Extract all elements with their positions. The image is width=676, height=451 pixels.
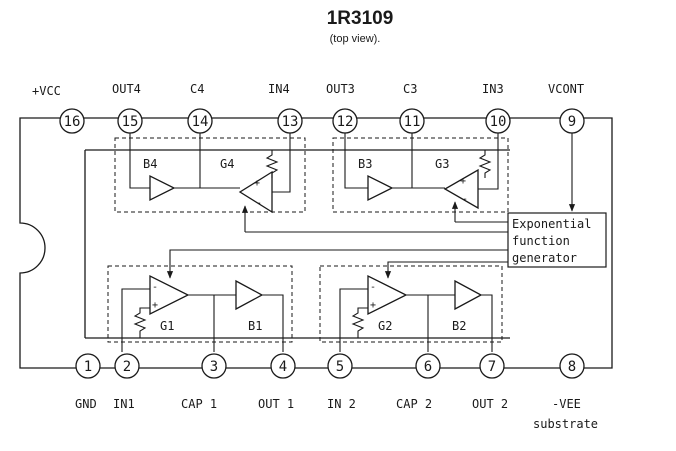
pin-13: 13 xyxy=(277,108,303,134)
svg-text:13: 13 xyxy=(282,114,299,130)
pin-2: 2 xyxy=(114,353,140,379)
svg-text:-: - xyxy=(152,282,158,293)
pin-label-4: OUT 1 xyxy=(258,397,294,411)
block-label-B2: B2 xyxy=(452,319,466,333)
pin-label-11: C3 xyxy=(403,82,417,96)
exp-function-generator: Exponential function generator xyxy=(166,132,607,279)
bottom-pin-labels: GND IN1 CAP 1 OUT 1 IN 2 CAP 2 OUT 2 -VE… xyxy=(75,397,598,431)
block-label-B3: B3 xyxy=(358,157,372,171)
upper-circuits: B4 G4 + - B3 G3 + - xyxy=(84,130,510,338)
exp-gen-line3: generator xyxy=(512,251,577,265)
svg-text:14: 14 xyxy=(192,114,209,130)
diagram-title: 1R3109 xyxy=(327,8,394,29)
pin-label-1: GND xyxy=(75,397,97,411)
pin-label-9: VCONT xyxy=(548,82,584,96)
pin-label-10: IN3 xyxy=(482,82,504,96)
svg-text:12: 12 xyxy=(337,114,354,130)
diagram-subtitle: (top view). xyxy=(330,33,381,45)
svg-text:4: 4 xyxy=(279,359,287,375)
svg-text:6: 6 xyxy=(424,359,432,375)
block-label-B4: B4 xyxy=(143,157,157,171)
lower-circuits: G1 - + B1 G2 - + B2 xyxy=(85,265,510,352)
svg-text:-: - xyxy=(256,198,262,209)
svg-text:16: 16 xyxy=(64,114,81,130)
top-pin-labels: +VCC OUT4 C4 IN4 OUT3 C3 IN3 VCONT xyxy=(32,82,584,98)
block-label-G4: G4 xyxy=(220,157,234,171)
pin-label-16: +VCC xyxy=(32,84,61,98)
pin-11: 11 xyxy=(399,108,425,134)
pin-6: 6 xyxy=(415,353,441,379)
pin-15: 15 xyxy=(117,108,143,134)
pin-label-15: OUT4 xyxy=(112,82,141,96)
block-label-G2: G2 xyxy=(378,319,392,333)
pin-label-12: OUT3 xyxy=(326,82,355,96)
pin-10: 10 xyxy=(485,108,511,134)
pin-7: 7 xyxy=(479,353,505,379)
svg-text:7: 7 xyxy=(488,359,496,375)
svg-text:3: 3 xyxy=(210,359,218,375)
exp-gen-line2: function xyxy=(512,234,570,248)
svg-text:+: + xyxy=(460,176,466,187)
svg-text:+: + xyxy=(370,300,376,311)
substrate-label: substrate xyxy=(533,417,598,431)
pin-label-13: IN4 xyxy=(268,82,290,96)
svg-text:10: 10 xyxy=(490,114,507,130)
bottom-pins: 1 2 3 4 5 6 7 8 xyxy=(75,353,585,379)
block-label-B1: B1 xyxy=(248,319,262,333)
pin-12: 12 xyxy=(332,108,358,134)
pin-label-14: C4 xyxy=(190,82,204,96)
svg-text:-: - xyxy=(462,194,468,205)
svg-text:1: 1 xyxy=(84,359,92,375)
svg-text:+: + xyxy=(254,178,260,189)
svg-text:2: 2 xyxy=(123,359,131,375)
pin-16: 16 xyxy=(59,108,85,134)
block-label-G1: G1 xyxy=(160,319,174,333)
pin-label-2: IN1 xyxy=(113,397,135,411)
svg-text:-: - xyxy=(370,282,376,293)
svg-text:8: 8 xyxy=(568,359,576,375)
pin-label-6: CAP 2 xyxy=(396,397,432,411)
svg-text:+: + xyxy=(152,300,158,311)
ic-package-outline xyxy=(19,117,613,369)
pin-label-5: IN 2 xyxy=(327,397,356,411)
svg-text:11: 11 xyxy=(404,114,421,130)
pin-5: 5 xyxy=(327,353,353,379)
svg-text:5: 5 xyxy=(336,359,344,375)
block-label-G3: G3 xyxy=(435,157,449,171)
svg-text:9: 9 xyxy=(568,114,576,130)
pin-4: 4 xyxy=(270,353,296,379)
svg-text:15: 15 xyxy=(122,114,139,130)
pin-14: 14 xyxy=(187,108,213,134)
pin-label-3: CAP 1 xyxy=(181,397,217,411)
pin-label-8: -VEE xyxy=(552,397,581,411)
pin-1: 1 xyxy=(75,353,101,379)
pin-3: 3 xyxy=(201,353,227,379)
pin-label-7: OUT 2 xyxy=(472,397,508,411)
pin-9: 9 xyxy=(559,108,585,134)
exp-gen-line1: Exponential xyxy=(512,217,591,231)
top-pins: 16 15 14 13 12 11 10 9 xyxy=(59,108,585,134)
pin-8: 8 xyxy=(559,353,585,379)
